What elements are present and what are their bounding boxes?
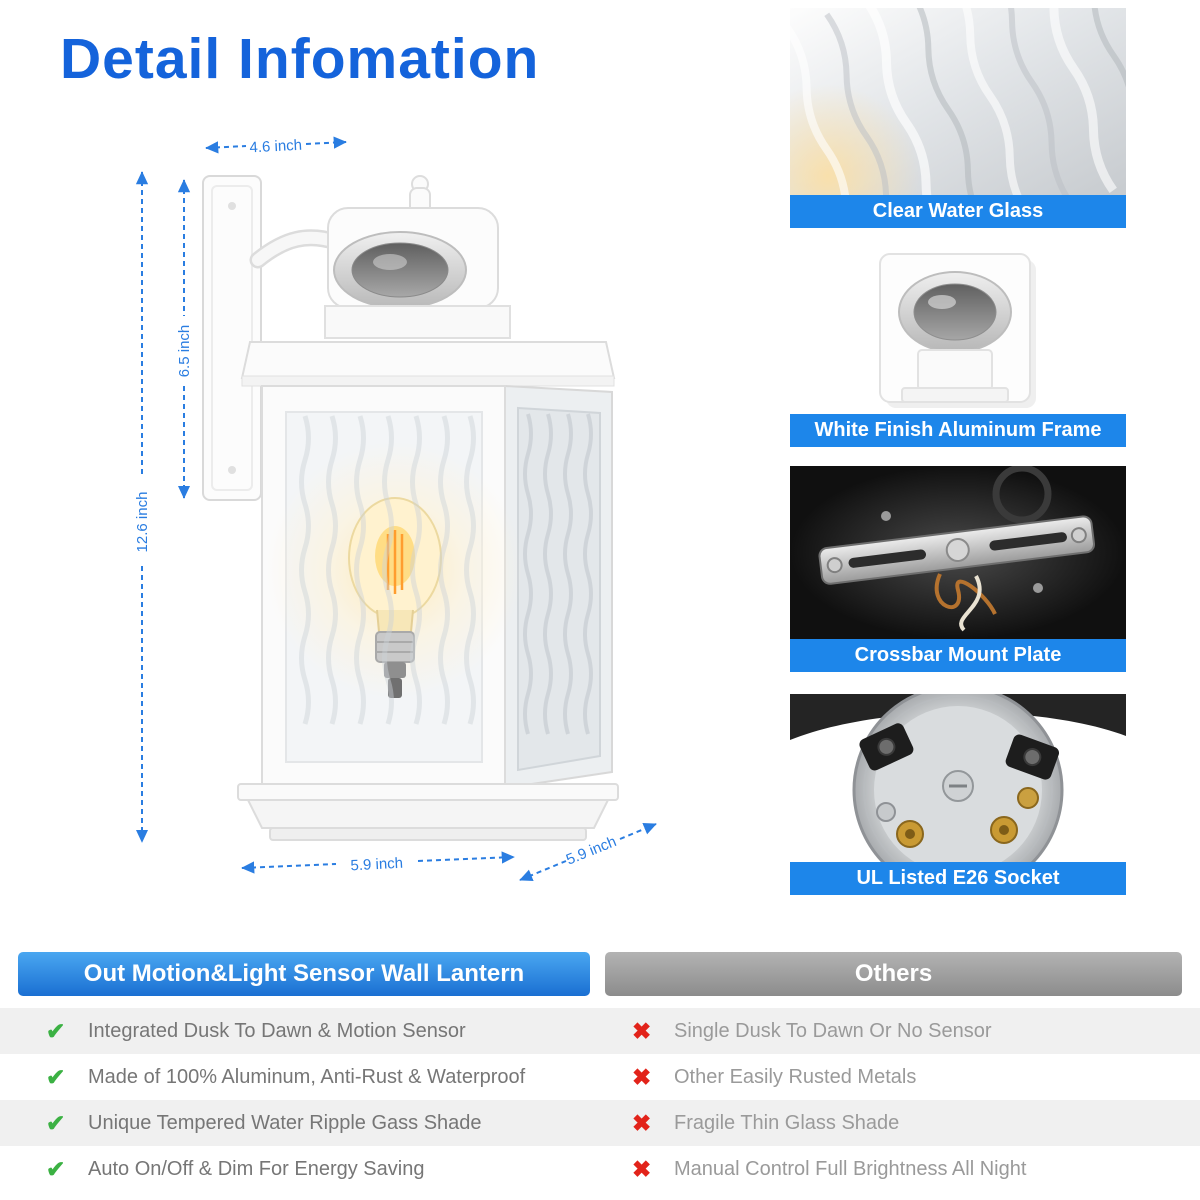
comparison-row: ✔ Made of 100% Aluminum, Anti-Rust & Wat… bbox=[0, 1054, 1200, 1100]
mount-arm bbox=[249, 229, 345, 269]
lantern-base bbox=[237, 783, 619, 841]
detail-card-e26-socket: UL Listed E26 Socket bbox=[790, 694, 1126, 895]
pro-item-text: Unique Tempered Water Ripple Gass Shade bbox=[88, 1111, 482, 1134]
detail-card-clear-water-glass: Clear Water Glass bbox=[790, 8, 1126, 228]
pro-item-text: Made of 100% Aluminum, Anti-Rust & Water… bbox=[88, 1065, 526, 1088]
lantern-roof bbox=[240, 305, 616, 387]
con-cell: ✖ Single Dusk To Dawn Or No Sensor bbox=[632, 1008, 1182, 1054]
side-glass-ripples bbox=[523, 413, 593, 735]
con-item-text: Other Easily Rusted Metals bbox=[674, 1065, 917, 1088]
comparison-header-others: Others bbox=[605, 952, 1182, 996]
pro-cell: ✔ Made of 100% Aluminum, Anti-Rust & Wat… bbox=[46, 1054, 591, 1100]
detail-card-image bbox=[790, 694, 1126, 862]
cross-icon: ✖ bbox=[632, 1109, 652, 1136]
con-cell: ✖ Other Easily Rusted Metals bbox=[632, 1054, 1182, 1100]
water-glass-closeup bbox=[790, 8, 1126, 195]
socket-closeup bbox=[790, 694, 1126, 862]
detail-card-image bbox=[790, 466, 1126, 639]
comparison-header-product: Out Motion&Light Sensor Wall Lantern bbox=[18, 952, 590, 996]
con-cell: ✖ Manual Control Full Brightness All Nig… bbox=[632, 1146, 1182, 1192]
cross-icon: ✖ bbox=[632, 1017, 652, 1044]
check-icon: ✔ bbox=[46, 1109, 66, 1136]
motion-sensor bbox=[327, 175, 499, 309]
detail-card-crossbar-mount: Crossbar Mount Plate bbox=[790, 466, 1126, 672]
detail-card-label: UL Listed E26 Socket bbox=[790, 862, 1126, 895]
detail-card-label: Crossbar Mount Plate bbox=[790, 639, 1126, 672]
check-icon: ✔ bbox=[46, 1063, 66, 1090]
lantern-body bbox=[261, 384, 613, 790]
page-title: Detail Infomation bbox=[60, 27, 540, 91]
comparison-table: Out Motion&Light Sensor Wall Lantern Oth… bbox=[0, 952, 1200, 1200]
detail-card-image bbox=[790, 8, 1126, 195]
pro-item-text: Integrated Dusk To Dawn & Motion Sensor bbox=[88, 1019, 466, 1042]
check-icon: ✔ bbox=[46, 1017, 66, 1044]
dimension-label-top-width: 4.6 inch bbox=[249, 137, 302, 157]
comparison-row: ✔ Integrated Dusk To Dawn & Motion Senso… bbox=[0, 1008, 1200, 1054]
dimension-label-total-height: 12.6 inch bbox=[134, 492, 151, 553]
wall-mount-plate bbox=[202, 175, 262, 501]
detail-card-label: Clear Water Glass bbox=[790, 195, 1126, 228]
cross-icon: ✖ bbox=[632, 1063, 652, 1090]
dimension-label-bottom-width: 5.9 inch bbox=[350, 855, 403, 875]
con-cell: ✖ Fragile Thin Glass Shade bbox=[632, 1100, 1182, 1146]
detail-card-image bbox=[790, 246, 1126, 414]
detail-card-label: White Finish Aluminum Frame bbox=[790, 414, 1126, 447]
comparison-row: ✔ Auto On/Off & Dim For Energy Saving ✖ … bbox=[0, 1146, 1200, 1192]
lantern-illustration: 4.6 inch 6.5 inch 12.6 inch 5.9 inch 5.9… bbox=[134, 136, 657, 881]
main-product-visual: 4.6 inch 6.5 inch 12.6 inch 5.9 inch 5.9… bbox=[100, 120, 700, 910]
check-icon: ✔ bbox=[46, 1155, 66, 1182]
front-glass-ripples bbox=[299, 415, 476, 725]
con-item-text: Fragile Thin Glass Shade bbox=[674, 1111, 900, 1134]
light-bulb bbox=[348, 497, 442, 698]
cross-icon: ✖ bbox=[632, 1155, 652, 1182]
pro-cell: ✔ Unique Tempered Water Ripple Gass Shad… bbox=[46, 1100, 591, 1146]
pro-cell: ✔ Integrated Dusk To Dawn & Motion Senso… bbox=[46, 1008, 591, 1054]
detail-card-aluminum-frame: White Finish Aluminum Frame bbox=[790, 246, 1126, 447]
pro-item-text: Auto On/Off & Dim For Energy Saving bbox=[88, 1157, 425, 1180]
aluminum-frame-closeup bbox=[790, 246, 1126, 414]
crossbar-mount-closeup bbox=[790, 466, 1126, 639]
con-item-text: Single Dusk To Dawn Or No Sensor bbox=[674, 1019, 992, 1042]
con-item-text: Manual Control Full Brightness All Night bbox=[674, 1157, 1027, 1180]
pro-cell: ✔ Auto On/Off & Dim For Energy Saving bbox=[46, 1146, 591, 1192]
dimension-label-plate-height: 6.5 inch bbox=[176, 325, 193, 378]
comparison-row: ✔ Unique Tempered Water Ripple Gass Shad… bbox=[0, 1100, 1200, 1146]
